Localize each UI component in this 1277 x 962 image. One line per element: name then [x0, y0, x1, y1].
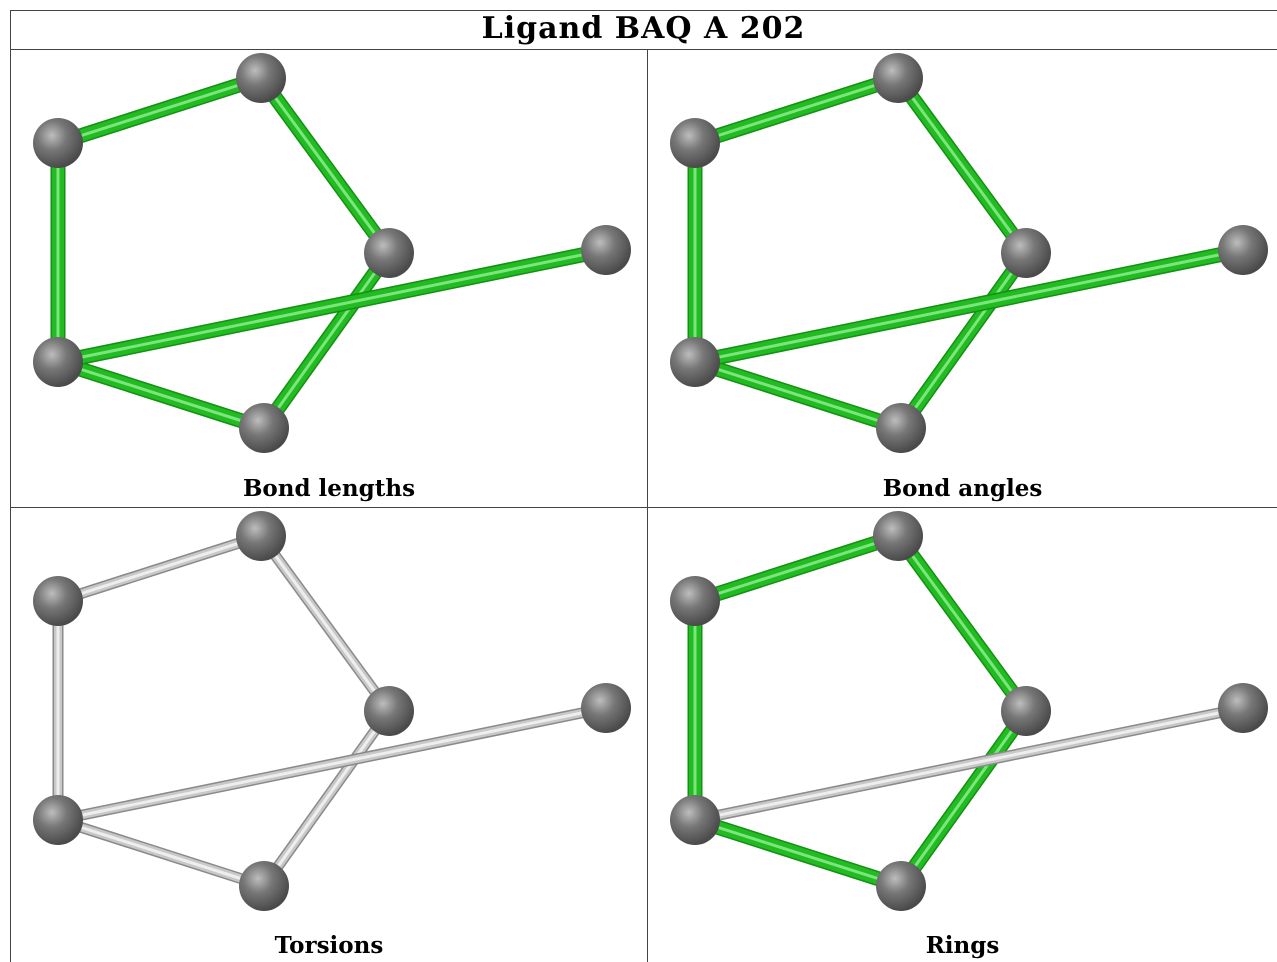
- bond-C3-C5: [259, 707, 394, 890]
- bond-C3-C5: [257, 248, 396, 433]
- molecule-bond-angles: [670, 53, 1268, 453]
- panel-caption: Bond angles: [882, 475, 1043, 502]
- bond-C1-C3: [256, 532, 394, 715]
- atom-C2: [670, 118, 720, 168]
- atom-C3: [364, 686, 414, 736]
- panel-torsions: Torsions: [11, 508, 648, 962]
- atom-C1: [236, 511, 286, 561]
- atom-C5: [876, 403, 926, 453]
- atom-C3: [1001, 228, 1051, 278]
- bond-C1-C3: [891, 531, 1033, 716]
- panel-caption: Torsions: [274, 932, 384, 959]
- atom-C4: [33, 337, 83, 387]
- molecule-torsions: [33, 511, 631, 911]
- bond-C4-C6: [56, 702, 608, 826]
- atom-C6: [1218, 683, 1268, 733]
- atom-C1: [873, 511, 923, 561]
- atom-C6: [581, 225, 631, 275]
- atom-C3: [1001, 686, 1051, 736]
- panel-bond-angles: Bond angles: [648, 50, 1277, 508]
- molecule-bond-lengths: [33, 53, 631, 453]
- atom-C5: [239, 403, 289, 453]
- molecule-rings: [670, 511, 1268, 911]
- bond-C4-C5: [55, 354, 267, 436]
- bond-C4-C5: [692, 354, 904, 436]
- atom-C4: [670, 795, 720, 845]
- bond-C3-C5: [894, 706, 1033, 891]
- panel-bond-lengths: Bond lengths: [11, 50, 648, 508]
- bond-C1-C2: [692, 70, 901, 151]
- atom-C6: [1218, 225, 1268, 275]
- bond-C1-C3: [891, 73, 1033, 258]
- atom-C4: [670, 337, 720, 387]
- figure-title: Ligand BAQ A 202: [10, 10, 1277, 50]
- bond-C4-C6: [693, 702, 1245, 826]
- atom-C6: [581, 683, 631, 733]
- atom-C5: [876, 861, 926, 911]
- bond-C1-C2: [692, 528, 901, 609]
- bond-C4-C6: [693, 242, 1245, 370]
- bond-C1-C2: [56, 530, 263, 607]
- bond-C1-C3: [254, 73, 396, 258]
- atom-C5: [239, 861, 289, 911]
- bond-C4-C5: [56, 814, 266, 892]
- atom-C3: [364, 228, 414, 278]
- panel-rings: Rings: [648, 508, 1277, 962]
- atom-C1: [873, 53, 923, 103]
- panel-caption: Bond lengths: [242, 475, 416, 502]
- atom-C1: [236, 53, 286, 103]
- bond-C1-C2: [55, 70, 264, 151]
- figure-frame: [10, 10, 1277, 962]
- bond-C3-C5: [894, 248, 1033, 433]
- panel-caption: Rings: [925, 932, 1000, 959]
- atom-C2: [33, 118, 83, 168]
- atom-C2: [33, 576, 83, 626]
- bond-C4-C6: [56, 242, 608, 370]
- atom-C4: [33, 795, 83, 845]
- atom-C2: [670, 576, 720, 626]
- bond-C4-C5: [692, 812, 904, 894]
